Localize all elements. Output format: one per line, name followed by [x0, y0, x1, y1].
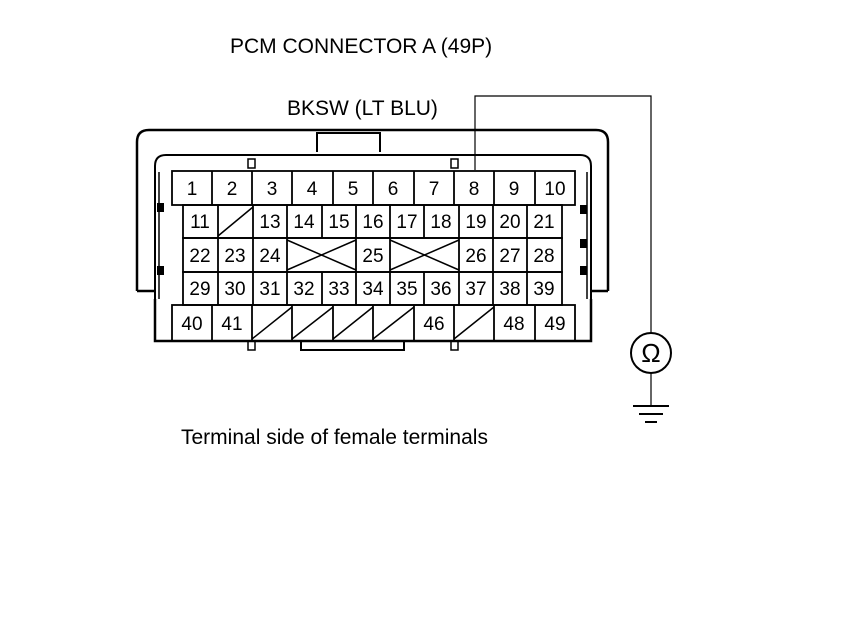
terminal-46: 46 — [423, 314, 444, 335]
terminal-1: 1 — [187, 179, 198, 200]
terminal-24: 24 — [259, 246, 281, 267]
terminal-23: 23 — [224, 246, 245, 267]
terminal-11: 11 — [190, 212, 210, 233]
terminal-33: 33 — [328, 279, 349, 300]
terminal-41: 41 — [221, 314, 242, 335]
terminal-20: 20 — [499, 212, 520, 233]
terminal-48: 48 — [503, 314, 524, 335]
terminal-10: 10 — [544, 179, 565, 200]
terminal-32: 32 — [293, 279, 314, 300]
diagram-title: PCM CONNECTOR A (49P) — [230, 35, 493, 58]
terminal-7: 7 — [429, 179, 440, 200]
terminal-38: 38 — [499, 279, 520, 300]
ohmmeter-symbol: Ω — [641, 338, 660, 368]
terminal-37: 37 — [465, 279, 486, 300]
terminal-17: 17 — [396, 212, 417, 233]
terminal-49: 49 — [544, 314, 565, 335]
terminal-15: 15 — [328, 212, 349, 233]
diagram-caption: Terminal side of female terminals — [181, 426, 488, 449]
terminal-18: 18 — [430, 212, 451, 233]
terminal-30: 30 — [224, 279, 245, 300]
terminal-34: 34 — [362, 279, 384, 300]
terminal-31: 31 — [259, 279, 280, 300]
terminal-6: 6 — [388, 179, 399, 200]
ohmmeter-icon: Ω — [630, 332, 672, 374]
keying-marks — [157, 203, 587, 275]
terminal-14: 14 — [293, 212, 315, 233]
terminal-9: 9 — [509, 179, 520, 200]
terminal-21: 21 — [533, 212, 554, 233]
terminal-3: 3 — [267, 179, 278, 200]
terminal-26: 26 — [465, 246, 486, 267]
terminal-4: 4 — [307, 179, 318, 200]
wire-label: BKSW (LT BLU) — [287, 97, 438, 120]
unused-cavity-marks — [217, 206, 495, 340]
terminal-35: 35 — [396, 279, 417, 300]
terminal-19: 19 — [465, 212, 486, 233]
terminal-16: 16 — [362, 212, 383, 233]
test-lead-wire — [474, 95, 652, 334]
terminal-2: 2 — [227, 179, 238, 200]
terminal-39: 39 — [533, 279, 554, 300]
terminal-5: 5 — [348, 179, 359, 200]
terminal-22: 22 — [189, 246, 210, 267]
terminal-40: 40 — [181, 314, 202, 335]
ground-icon — [633, 405, 669, 423]
terminal-13: 13 — [259, 212, 280, 233]
terminal-27: 27 — [499, 246, 520, 267]
terminal-25: 25 — [362, 246, 383, 267]
terminal-36: 36 — [430, 279, 451, 300]
terminal-grid — [171, 170, 576, 342]
terminal-8: 8 — [469, 179, 480, 200]
terminal-29: 29 — [189, 279, 210, 300]
terminal-28: 28 — [533, 246, 554, 267]
